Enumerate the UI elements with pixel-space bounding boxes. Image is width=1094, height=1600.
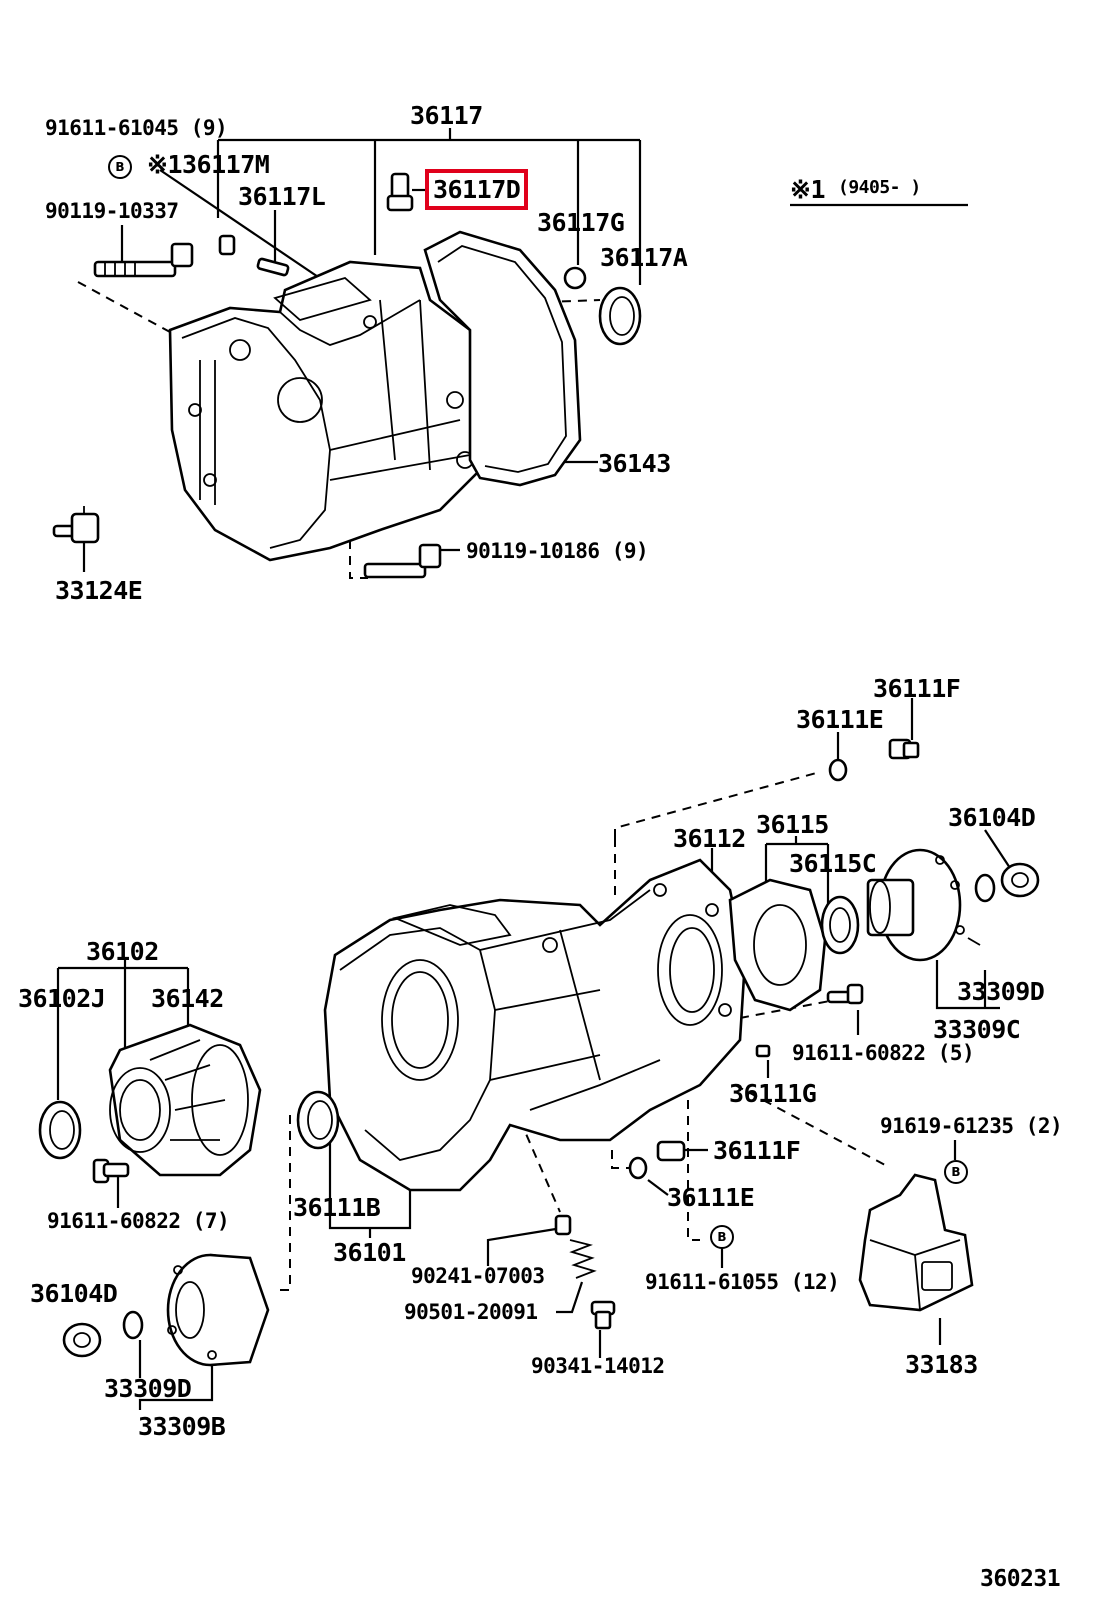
label-90119-10337[interactable]: 90119-10337	[45, 199, 179, 223]
label-36117D-highlighted[interactable]: 36117D	[424, 169, 529, 210]
leader-36111E-mid	[647, 1179, 669, 1196]
label-36112[interactable]: 36112	[673, 824, 746, 853]
seal-36111B	[296, 1090, 340, 1150]
bolt-91611-60822-5	[826, 983, 864, 1005]
label-36104D-right[interactable]: 36104D	[948, 803, 1036, 832]
washer-33309D-right	[974, 873, 996, 903]
label-36115C[interactable]: 36115C	[789, 849, 877, 878]
seal-36102J	[38, 1100, 82, 1160]
label-36143[interactable]: 36143	[598, 449, 671, 478]
bolt-90241-07003	[554, 1214, 572, 1236]
gasket-36143	[423, 230, 582, 487]
label-91611-60822-7[interactable]: 91611-60822 (7)	[47, 1209, 230, 1233]
washer-33309D-left	[122, 1310, 144, 1340]
label-36111E-top[interactable]: 36111E	[796, 705, 884, 734]
label-33183[interactable]: 33183	[905, 1350, 978, 1379]
label-90119-10186[interactable]: 90119-10186 (9)	[466, 539, 649, 563]
label-36117L[interactable]: 36117L	[238, 182, 326, 211]
bracket-33183	[858, 1173, 974, 1312]
label-33309D-left[interactable]: 33309D	[104, 1374, 192, 1403]
plug-36117G	[563, 266, 587, 290]
label-36115[interactable]: 36115	[756, 810, 829, 839]
label-36142[interactable]: 36142	[151, 984, 224, 1013]
label-33309D-right[interactable]: 33309D	[957, 977, 1045, 1006]
label-36104D-left[interactable]: 36104D	[30, 1279, 118, 1308]
washer-36111E-top	[828, 758, 848, 782]
dash-bolt12	[687, 1100, 700, 1241]
bolt-marker-b-icon: B	[944, 1160, 968, 1184]
seal-36117A	[598, 286, 642, 346]
bolt-marker-b-icon: B	[108, 155, 132, 179]
leader-36102	[56, 960, 190, 1100]
dash-bolt-lower	[349, 540, 368, 579]
leader-36117	[216, 128, 642, 285]
label-33124E[interactable]: 33124E	[55, 576, 143, 605]
nut-36104D-right	[1000, 862, 1040, 898]
plug-36111F-mid	[656, 1140, 686, 1162]
note-mark: ※1	[790, 175, 826, 204]
nut-36104D-left	[62, 1322, 102, 1358]
label-91611-60822-5[interactable]: 91611-60822 (5)	[792, 1041, 975, 1065]
label-36111B[interactable]: 36111B	[293, 1193, 381, 1222]
leader-36104D-right	[984, 829, 1011, 869]
label-91619-61235[interactable]: 91619-61235 (2)	[880, 1114, 1063, 1138]
bolt-marker-b-icon: B	[710, 1225, 734, 1249]
dash-90241	[519, 1119, 561, 1213]
label-33309C[interactable]: 33309C	[933, 1015, 1021, 1044]
gasket-36115	[728, 878, 827, 1012]
label-90501-20091[interactable]: 90501-20091	[404, 1300, 538, 1324]
dash-upper-right	[614, 771, 821, 838]
label-36101[interactable]: 36101	[333, 1238, 406, 1267]
dash-flange-left	[275, 1115, 291, 1291]
note-range: (9405- )	[838, 177, 921, 198]
flange-33309C	[866, 848, 981, 962]
label-91611-61045[interactable]: 91611-61045 (9)	[45, 116, 228, 140]
washer-36111E-mid	[628, 1156, 648, 1180]
label-36102J[interactable]: 36102J	[18, 984, 106, 1013]
leader-33309-left	[138, 1340, 214, 1410]
label-90341-14012[interactable]: 90341-14012	[531, 1354, 665, 1378]
plug-90341-14012	[590, 1300, 616, 1330]
bolt-90119-10186	[363, 543, 442, 579]
label-36117M[interactable]: ※136117M	[147, 150, 270, 179]
pin-36111G	[755, 1044, 771, 1058]
label-36117A[interactable]: 36117A	[600, 243, 688, 272]
housing-36142	[108, 1023, 262, 1177]
sensor-33124E	[52, 506, 100, 544]
transfer-case-36101	[323, 858, 747, 1192]
label-33309B[interactable]: 33309B	[138, 1412, 226, 1441]
leader-36115	[764, 836, 830, 905]
leader-90241	[486, 1226, 563, 1266]
leader-36117M	[159, 169, 331, 286]
stud-36117L	[256, 257, 290, 277]
dash-36111F	[611, 1150, 630, 1169]
breather-36117D	[386, 172, 414, 212]
plug-36111F-top	[888, 738, 920, 760]
label-36117[interactable]: 36117	[410, 101, 483, 130]
label-36117G[interactable]: 36117G	[537, 208, 625, 237]
label-90241-07003[interactable]: 90241-07003	[411, 1264, 545, 1288]
label-36111F-top[interactable]: 36111F	[873, 674, 961, 703]
pin-36117M	[218, 234, 236, 256]
bearing-36115C	[820, 895, 860, 955]
leader-33309	[935, 960, 1000, 1010]
label-91611-61055[interactable]: 91611-61055 (12)	[645, 1270, 840, 1294]
bolt-90119-10337	[93, 242, 194, 278]
dash-bracket	[734, 1084, 886, 1166]
leader-90501	[556, 1281, 584, 1314]
flange-33309B	[166, 1253, 270, 1367]
dash-bolt-upper	[77, 281, 171, 333]
bolt-91611-60822-7	[92, 1158, 130, 1184]
transmission-case-upper	[168, 260, 482, 562]
diagram-id: 360231	[980, 1566, 1061, 1592]
label-36111G[interactable]: 36111G	[729, 1079, 817, 1108]
spring-90501-20091	[569, 1239, 597, 1279]
label-36111E-mid[interactable]: 36111E	[667, 1183, 755, 1212]
label-36111F-mid[interactable]: 36111F	[713, 1136, 801, 1165]
label-36102[interactable]: 36102	[86, 937, 159, 966]
